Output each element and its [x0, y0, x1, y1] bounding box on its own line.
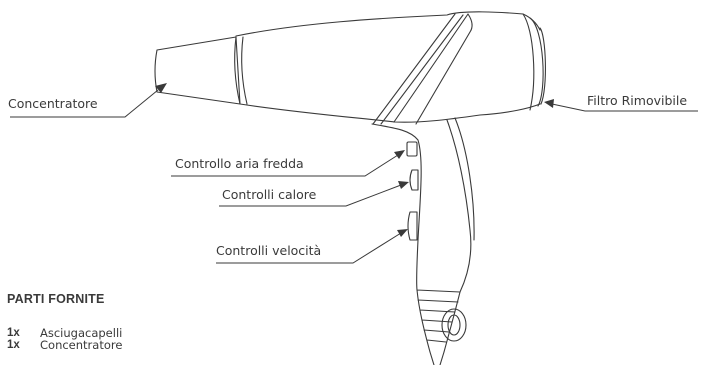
callout-aria-fredda: Controllo aria fredda	[171, 150, 405, 176]
part-quantity: 1x	[7, 340, 40, 352]
part-name: Concentratore	[40, 340, 122, 352]
dryer-body	[236, 12, 540, 122]
callout-calore: Controlli calore	[219, 181, 409, 206]
callout-filtro: Filtro Rimovibile	[544, 93, 698, 111]
cord-guard	[417, 290, 460, 352]
label-aria-fredda: Controllo aria fredda	[175, 156, 304, 171]
label-velocita: Controlli velocità	[216, 243, 321, 258]
callout-concentratore: Concentratore	[8, 83, 167, 117]
filter-cap	[523, 14, 545, 110]
arrow-head	[398, 181, 409, 189]
label-calore: Controlli calore	[222, 187, 317, 202]
callout-velocita: Controlli velocità	[216, 229, 408, 263]
arrow-head	[397, 229, 408, 237]
label-filtro: Filtro Rimovibile	[587, 93, 687, 108]
label-concentratore: Concentratore	[8, 96, 98, 111]
heat-control	[410, 170, 418, 190]
arrow-head	[544, 99, 554, 108]
hair-dryer-illustration	[155, 12, 545, 365]
part-quantity: 1x	[7, 328, 40, 340]
arrow-head	[394, 150, 405, 159]
list-item: 1x Concentratore	[7, 340, 122, 352]
dryer-handle	[372, 120, 471, 292]
parts-title: PARTI FORNITE	[7, 292, 105, 306]
speed-control	[408, 212, 417, 240]
concentrator-nozzle	[155, 37, 240, 104]
cool-air-button	[407, 142, 417, 156]
parts-list: 1x Asciugacapelli 1x Concentratore	[7, 328, 122, 351]
